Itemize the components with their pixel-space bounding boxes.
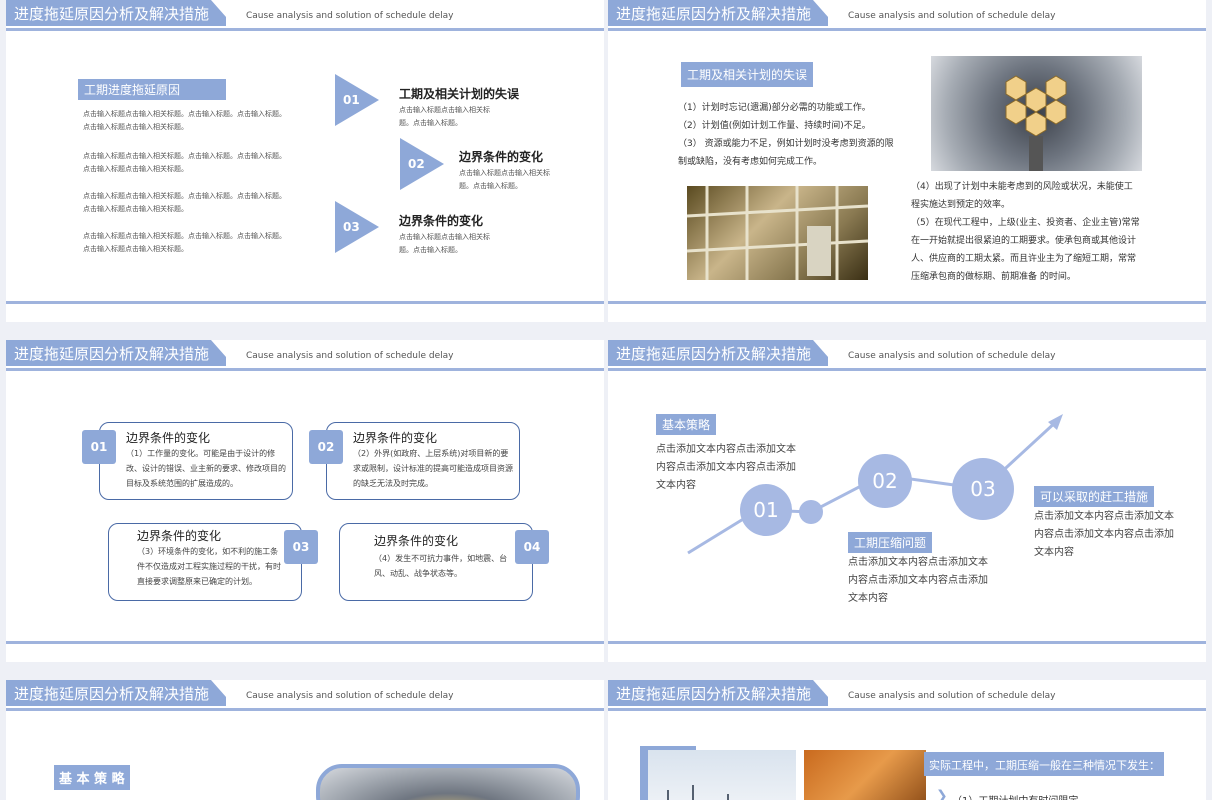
- header-divider: [608, 28, 1206, 31]
- strategy-tag: 基 本 策 略: [54, 765, 130, 790]
- header-subtitle: Cause analysis and solution of schedule …: [848, 691, 1056, 701]
- item-number: 03: [343, 220, 360, 234]
- text-item-5: （5）在现代工程中，上级(业主、投资者、企业主管)常常在一开始就提出很紧迫的工期…: [911, 218, 1140, 282]
- header-divider: [6, 708, 604, 711]
- paragraph: 点击输入标题点击输入相关标题。点击输入标题。点击输入标题。点击输入标题点击输入相…: [83, 232, 286, 253]
- item-text: 点击输入标题点击输入相关标题。点击输入标题。: [399, 106, 490, 127]
- text-item-4: （4）出现了计划中未能考虑到的风险或状况，未能使工程实施达到预定的效率。: [911, 182, 1133, 210]
- item-title: 边界条件的变化: [459, 150, 544, 164]
- compression-text: 点击添加文本内容点击添加文本内容点击添加文本内容点击添加文本内容: [848, 557, 988, 604]
- footer-divider: [608, 301, 1206, 304]
- slide-2[interactable]: 进度拖延原因分析及解决措施 Cause analysis and solutio…: [608, 0, 1206, 322]
- info-box-3: [108, 523, 302, 601]
- slide-header: 进度拖延原因分析及解决措施 Cause analysis and solutio…: [6, 340, 604, 371]
- box-title: 边界条件的变化: [137, 529, 222, 543]
- measures-tag: 可以采取的赶工措施: [1034, 486, 1155, 507]
- box-title: 边界条件的变化: [126, 431, 211, 445]
- industrial-photo: [931, 56, 1142, 171]
- step-circle-03: 03: [952, 458, 1014, 520]
- paragraph: 点击输入标题点击输入相关标题。点击输入标题。点击输入标题。点击输入标题点击输入相…: [83, 110, 286, 131]
- pipes-photo: [687, 186, 868, 280]
- header-title: 进度拖延原因分析及解决措施: [616, 685, 812, 703]
- mirror-illustration: [1005, 75, 1067, 171]
- item-text: 点击输入标题点击输入相关标题。点击输入标题。: [399, 233, 490, 254]
- item-number: 01: [343, 93, 360, 107]
- box-number: 01: [82, 430, 116, 464]
- box-title: 边界条件的变化: [374, 534, 459, 548]
- box-title: 边界条件的变化: [353, 431, 438, 445]
- item-text: 点击输入标题点击输入相关标题。点击输入标题。: [459, 169, 550, 190]
- tunnel-photo: [316, 764, 580, 800]
- slide-6[interactable]: 进度拖延原因分析及解决措施 Cause analysis and solutio…: [608, 680, 1206, 800]
- box-text: （3）环境条件的变化，如不利的施工条件不仅造成对工程实施过程的干扰，有时直接要求…: [137, 547, 281, 586]
- header-subtitle: Cause analysis and solution of schedule …: [848, 351, 1056, 361]
- section-tag: 工期进度拖延原因: [78, 79, 226, 100]
- box-number: 03: [284, 530, 318, 564]
- strategy-text: 点击添加文本内容点击添加文本内容点击添加文本内容点击添加文本内容: [656, 444, 796, 491]
- header-subtitle: Cause analysis and solution of schedule …: [246, 351, 454, 361]
- box-text: （2）外界(如政府、上层系统)对项目新的要求或限制，设计标准的提高可能造成项目资…: [353, 449, 513, 488]
- slide-header: 进度拖延原因分析及解决措施 Cause analysis and solutio…: [608, 0, 1206, 31]
- header-title: 进度拖延原因分析及解决措施: [616, 345, 812, 363]
- footer-divider: [6, 641, 604, 644]
- refinery-photo: [648, 750, 796, 800]
- slide-header: 进度拖延原因分析及解决措施 Cause analysis and solutio…: [6, 680, 604, 711]
- footer-divider: [6, 301, 604, 304]
- measures-text: 点击添加文本内容点击添加文本内容点击添加文本内容点击添加文本内容: [1034, 511, 1174, 558]
- header-title: 进度拖延原因分析及解决措施: [616, 5, 812, 23]
- header-title: 进度拖延原因分析及解决措施: [14, 345, 210, 363]
- slide-4[interactable]: 进度拖延原因分析及解决措施 Cause analysis and solutio…: [608, 340, 1206, 662]
- header-tag: [6, 680, 226, 706]
- box-number: 02: [309, 430, 343, 464]
- item-title: 边界条件的变化: [399, 214, 484, 228]
- step-dot: [799, 500, 823, 524]
- header-divider: [608, 708, 1206, 711]
- header-divider: [6, 28, 604, 31]
- list-item: （1）工期计划中有时间限定: [952, 792, 1078, 800]
- text-item-3: （3） 资源或能力不足，例如计划时没考虑到资源的限制或缺陷，没有考虑如何完成工作…: [678, 139, 894, 167]
- footer-divider: [608, 641, 1206, 644]
- item-title: 工期及相关计划的失误: [399, 87, 520, 101]
- refinery-illustration: [667, 785, 729, 800]
- text-item-2: （2）计划值(例如计划工作量、持续时间)不足。: [678, 121, 871, 131]
- pipes-illustration: [687, 186, 868, 280]
- chevron-right-icon: ❯: [936, 788, 948, 800]
- section-tag: 工期及相关计划的失误: [681, 62, 814, 87]
- header-tag: [608, 340, 828, 366]
- compression-tag: 工期压缩问题: [848, 532, 933, 553]
- header-tag: [6, 340, 226, 366]
- header-title: 进度拖延原因分析及解决措施: [14, 685, 210, 703]
- slide-5[interactable]: 进度拖延原因分析及解决措施 Cause analysis and solutio…: [6, 680, 604, 800]
- slide-1[interactable]: 进度拖延原因分析及解决措施 Cause analysis and solutio…: [6, 0, 604, 322]
- info-box-4: [339, 523, 533, 601]
- paragraph: 点击输入标题点击输入相关标题。点击输入标题。点击输入标题。点击输入标题点击输入相…: [83, 192, 286, 213]
- banner-text: 实际工程中，工期压缩一般在三种情况下发生：: [929, 759, 1160, 772]
- banner-bg: [924, 752, 1164, 776]
- paragraph: 点击输入标题点击输入相关标题。点击输入标题。点击输入标题。点击输入标题点击输入相…: [83, 152, 286, 173]
- info-box-2: [326, 422, 520, 500]
- box-text: （1）工作量的变化。可能是由于设计的修改、设计的错误、业主新的要求、修改项目的目…: [126, 449, 286, 488]
- header-divider: [6, 368, 604, 371]
- box-text: （4）发生不可抗力事件，如地震、台风、动乱、战争状态等。: [374, 554, 508, 578]
- header-divider: [608, 368, 1206, 371]
- slide-header: 进度拖延原因分析及解决措施 Cause analysis and solutio…: [6, 0, 604, 31]
- slide-3[interactable]: 进度拖延原因分析及解决措施 Cause analysis and solutio…: [6, 340, 604, 662]
- item-number: 02: [408, 157, 425, 171]
- box-number: 04: [515, 530, 549, 564]
- step-circle-02: 02: [858, 454, 912, 508]
- strategy-tag: 基本策略: [656, 414, 717, 435]
- text-item-1: （1）计划时忘记(遗漏)部分必需的功能或工作。: [678, 103, 871, 113]
- slide-header: 进度拖延原因分析及解决措施 Cause analysis and solutio…: [608, 680, 1206, 711]
- header-subtitle: Cause analysis and solution of schedule …: [246, 11, 454, 21]
- header-subtitle: Cause analysis and solution of schedule …: [246, 691, 454, 701]
- crane-photo: [804, 750, 926, 800]
- step-circle-01: 01: [740, 484, 792, 536]
- header-tag: [608, 0, 828, 26]
- slide-header: 进度拖延原因分析及解决措施 Cause analysis and solutio…: [608, 340, 1206, 371]
- header-subtitle: Cause analysis and solution of schedule …: [848, 11, 1056, 21]
- header-title: 进度拖延原因分析及解决措施: [14, 5, 210, 23]
- header-tag: [608, 680, 828, 706]
- header-tag: [6, 0, 226, 26]
